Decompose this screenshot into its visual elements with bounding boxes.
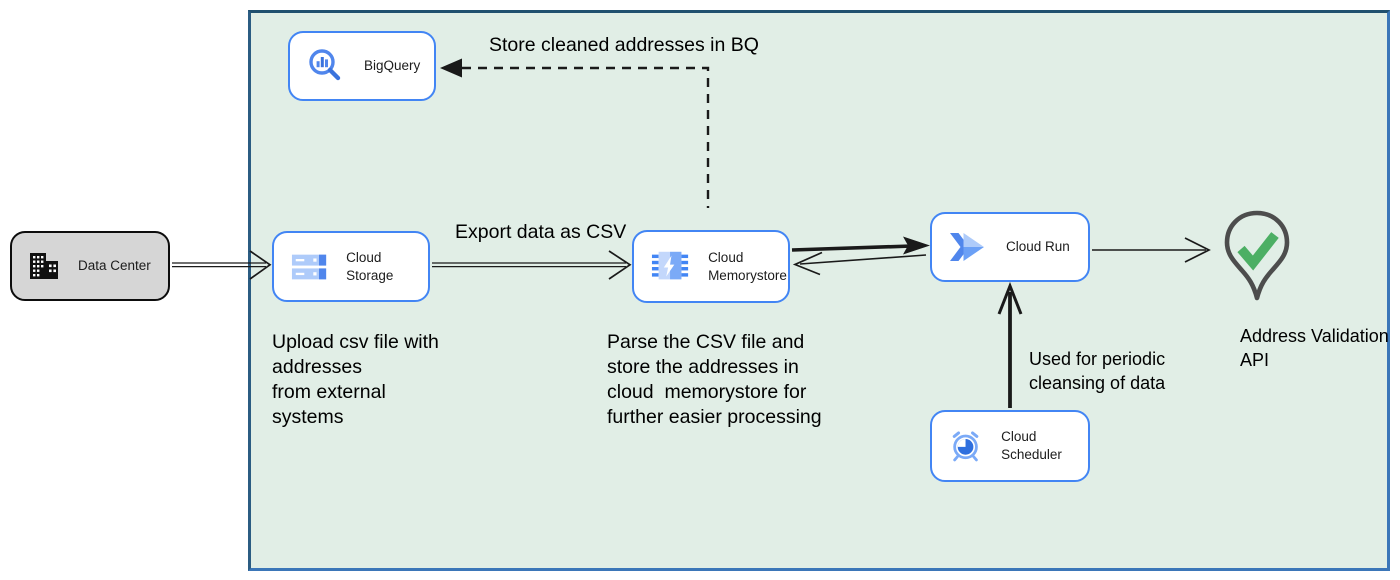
node-cloud-scheduler[interactable]: Cloud Scheduler [930,410,1090,482]
cloud-storage-icon [291,254,327,279]
cloud-run-icon [950,233,984,261]
data-center-icon [30,253,58,279]
cloud-scheduler-icon [952,431,979,462]
cloud-memorystore-icon [651,251,689,279]
node-cloud-storage[interactable]: Cloud Storage [272,231,430,302]
node-data-center[interactable]: Data Center [10,231,170,301]
node-bigquery[interactable]: BigQuery [288,31,436,101]
node-label: Cloud Memorystore [708,249,787,283]
checkmark-icon [1237,232,1279,271]
address-validation-api-label: Address Validation API [1240,326,1389,370]
node-label: Cloud Scheduler [1001,429,1062,462]
cloud-boundary-container[interactable] [248,10,1390,571]
address-validation-pin[interactable] [1221,209,1293,307]
bigquery-icon [309,49,341,81]
node-cloud-memorystore[interactable]: Cloud Memorystore [632,230,790,303]
node-label: BigQuery [364,58,421,74]
annotation-scheduler-note: Used for periodic cleansing of data [1029,349,1166,393]
annotation-store-bq: Store cleaned addresses in BQ [489,34,759,56]
node-label: Cloud Storage [346,249,394,283]
annotation-export-csv: Export data as CSV [455,221,627,243]
annotation-upload-note: Upload csv file with addresses from exte… [272,331,439,428]
node-label: Cloud Run [1006,239,1070,255]
location-pin-icon [1224,210,1290,301]
node-cloud-run[interactable]: Cloud Run [930,212,1090,282]
node-label: Data Center [78,258,151,274]
annotation-parse-note: Parse the CSV file and store the address… [607,331,822,428]
